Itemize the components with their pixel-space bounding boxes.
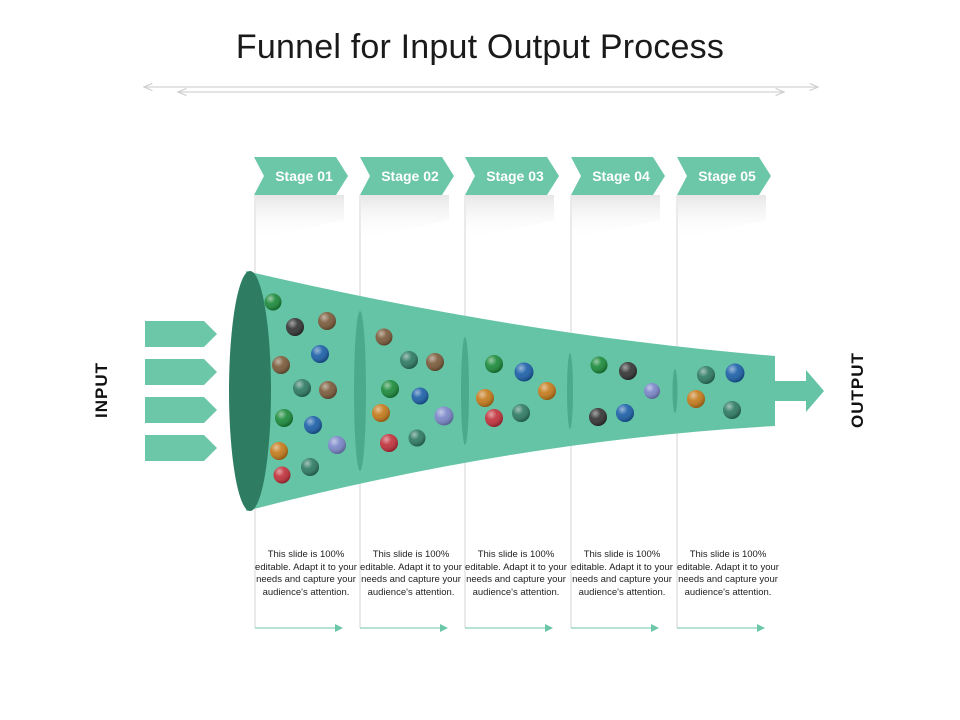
stage-banner-2	[360, 157, 454, 195]
input-arrows	[145, 321, 217, 461]
ball-highlights	[264, 293, 745, 484]
funnel-ring-5	[672, 369, 678, 413]
input-arrow	[145, 435, 217, 461]
stage-shadow	[361, 195, 449, 240]
stage-banner-5	[677, 157, 771, 195]
stage-banner-4	[571, 157, 665, 195]
stage-label-4: Stage 04	[592, 168, 650, 184]
input-arrow	[145, 397, 217, 423]
page-title: Funnel for Input Output Process	[235, 28, 725, 66]
stage-banner-1	[254, 157, 348, 195]
output-arrow	[775, 370, 824, 412]
funnel-mouth	[229, 271, 271, 511]
stage-banners	[254, 157, 771, 195]
stage-label-3: Stage 03	[486, 168, 544, 184]
stage-description-4: This slide is 100% editable. Adapt it to…	[571, 549, 673, 598]
stage-description-2: This slide is 100% editable. Adapt it to…	[360, 549, 462, 598]
stage-label-1: Stage 01	[275, 168, 333, 184]
stage-description-3: This slide is 100% editable. Adapt it to…	[465, 549, 567, 598]
stage-shadow	[678, 195, 766, 240]
stage-label-5: Stage 05	[698, 168, 756, 184]
stage-label-2: Stage 02	[381, 168, 439, 184]
stage-shadow	[256, 195, 344, 240]
stage-shadow	[572, 195, 660, 240]
stage-description-1: This slide is 100% editable. Adapt it to…	[255, 549, 357, 598]
funnel-ring-4	[567, 353, 573, 429]
input-label: INPUT	[92, 362, 111, 418]
funnel-ring-2	[354, 311, 366, 471]
input-arrow	[145, 359, 217, 385]
stage-banner-3	[465, 157, 559, 195]
stage-description-5: This slide is 100% editable. Adapt it to…	[677, 549, 779, 598]
input-arrow	[145, 321, 217, 347]
output-label: OUTPUT	[848, 352, 867, 428]
funnel-ring-3	[461, 337, 469, 445]
stage-shadow	[466, 195, 554, 240]
